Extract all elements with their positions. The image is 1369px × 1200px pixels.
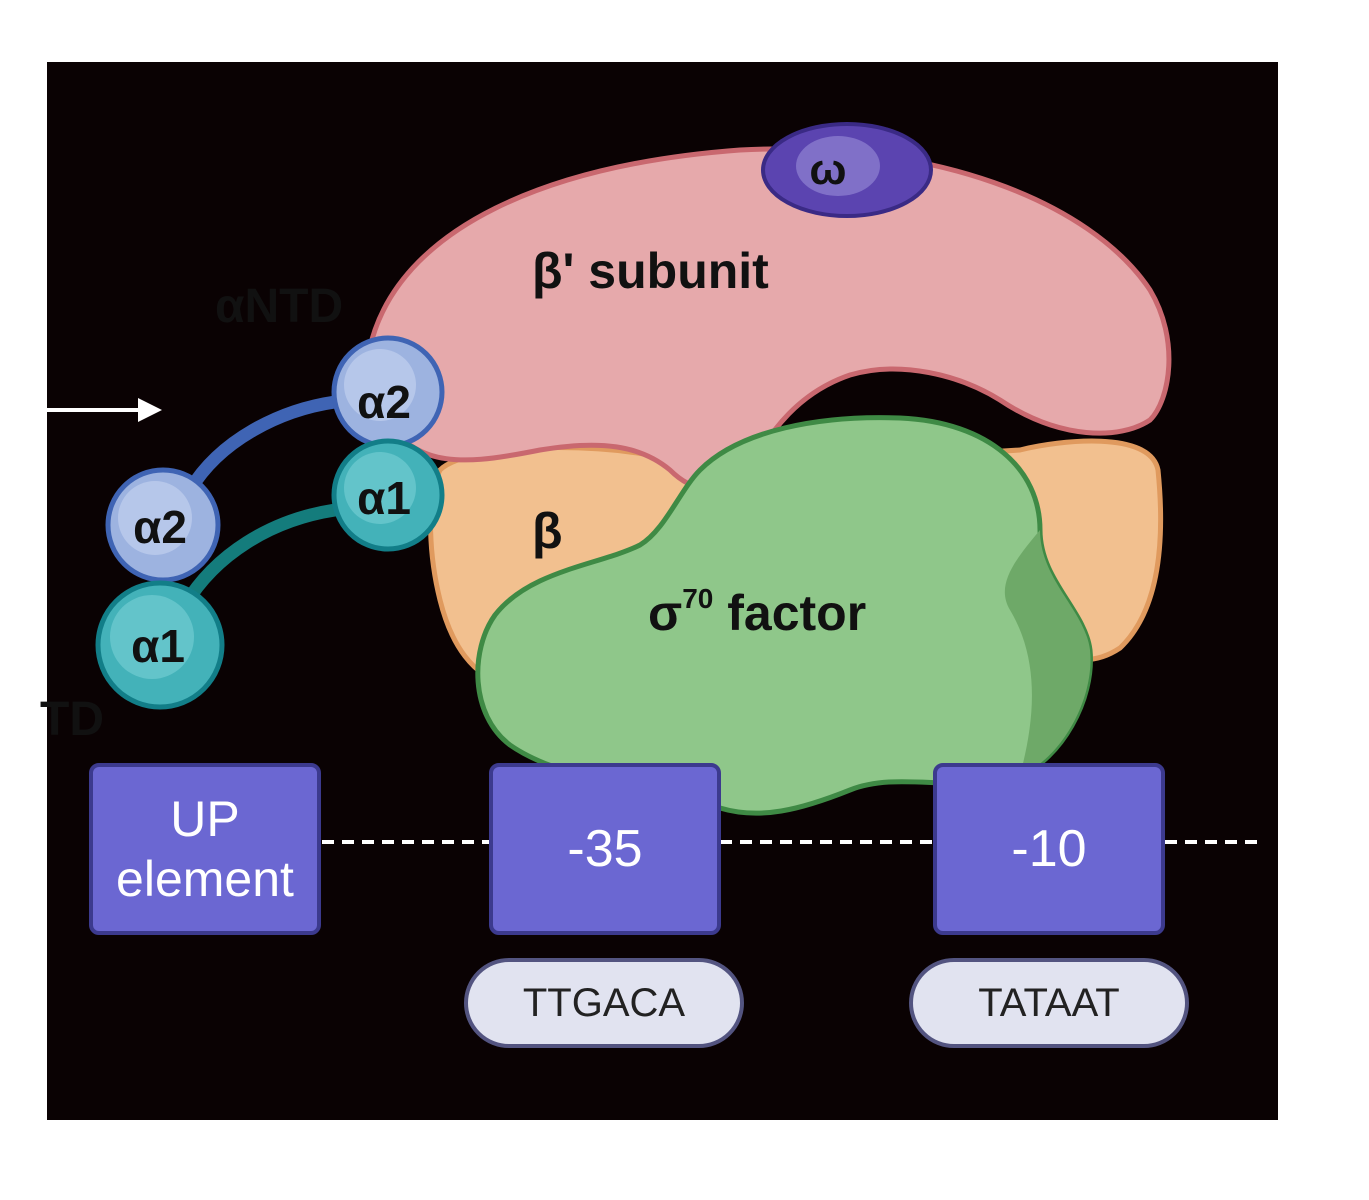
alpha2-linker [183, 395, 342, 497]
sigma70-factor-shade [1004, 530, 1091, 775]
minus35-sequence-pill [464, 958, 744, 1048]
alpha2-ctd-highlight [118, 481, 192, 555]
sigma-superscript: 70 [682, 583, 713, 614]
alpha2-ntd-label: α2 [357, 376, 411, 428]
minus10-label: -10 [1011, 820, 1086, 878]
alpha-ctd-label-fragment: TD [40, 693, 104, 746]
sigma-label: σ70 factor [648, 583, 866, 641]
alpha1-linker [178, 503, 342, 612]
minus35-sequence: TTGACA [523, 981, 686, 1025]
up-element-box [89, 763, 321, 935]
alpha1-ntd-highlight [344, 452, 416, 524]
pointer-arrow-head [138, 398, 162, 422]
alpha-ntd-label: αNTD [215, 280, 343, 333]
alpha1-ntd-label: α1 [357, 472, 411, 524]
minus10-sequence: TATAAT [978, 981, 1119, 1025]
alpha1-ctd-label: α1 [131, 620, 185, 672]
alpha2-ntd-highlight [344, 349, 416, 421]
minus10-box [933, 763, 1165, 935]
alpha2-ctd-label: α2 [133, 501, 187, 553]
up-element-label-line2: element [116, 851, 294, 907]
beta-label: β [532, 503, 563, 559]
sigma70-factor [475, 415, 1093, 816]
minus35-box [489, 763, 721, 935]
minus35-label: -35 [567, 820, 642, 878]
alpha1-ctd-highlight [110, 595, 194, 679]
omega-label: ω [809, 145, 846, 194]
up-element-label-line1: UP [170, 791, 239, 847]
sigma-symbol: σ [648, 585, 682, 641]
minus10-sequence-pill [909, 958, 1189, 1048]
sigma-rest: factor [713, 585, 866, 641]
omega-subunit-highlight [796, 136, 880, 196]
beta-prime-label: β' subunit [532, 243, 769, 299]
